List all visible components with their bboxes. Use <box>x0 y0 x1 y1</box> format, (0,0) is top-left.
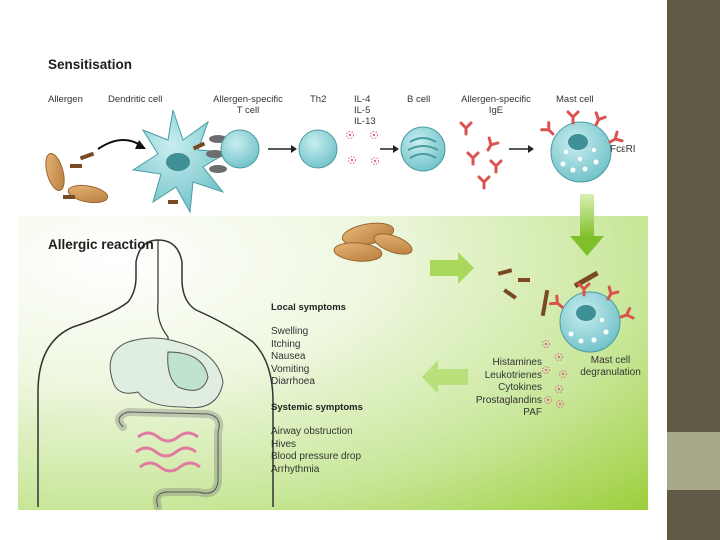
local-symptom-item: Nausea <box>271 351 306 362</box>
mast-cell-degranulating-icon <box>542 282 635 408</box>
dendritic-cell-icon <box>131 109 230 214</box>
green-arrow-right-icon <box>430 252 474 284</box>
label-allergen: Allergen <box>48 94 83 105</box>
th2-cell-icon <box>298 129 338 169</box>
allergy-figure: Sensitisation Allergen Dendritic cell Al… <box>18 52 648 510</box>
gi-tract-icon <box>109 337 224 510</box>
systemic-symptoms-list: Airway obstruction Hives Blood pressure … <box>271 426 361 476</box>
slide-side-accent <box>667 432 720 490</box>
peanut-icon <box>45 151 109 204</box>
label-allergen-specific-t-cell: Allergen-specific T cell <box>213 94 283 116</box>
mediator-item: Leukotrienes <box>484 369 542 381</box>
human-torso-icon <box>37 239 274 507</box>
sensitisation-title: Sensitisation <box>48 57 133 72</box>
label-allergen-specific-ige: Allergen-specific IgE <box>461 94 531 116</box>
mediator-item: PAF <box>523 407 542 418</box>
t-cell-icon <box>206 129 260 173</box>
systemic-symptom-item: Blood pressure drop <box>271 451 362 462</box>
mast-cell-icon <box>540 110 624 183</box>
mediator-item: Cytokines <box>498 382 542 393</box>
local-symptom-item: Itching <box>271 338 301 350</box>
systemic-symptom-item: Hives <box>271 438 297 450</box>
systemic-symptom-item: Airway obstruction <box>271 426 353 437</box>
b-cell-icon <box>400 126 446 172</box>
green-arrow-left-icon <box>422 360 468 394</box>
local-symptoms-title: Local symptoms <box>271 302 346 313</box>
label-fceri-receptor: FcεRI <box>610 144 636 155</box>
local-symptom-item: Diarrhoea <box>271 376 315 387</box>
local-symptom-item: Swelling <box>271 326 309 337</box>
allergic-reaction-title: Allergic reaction <box>48 237 154 252</box>
mediator-item: Prostaglandins <box>475 394 542 406</box>
systemic-symptom-item: Arrhythmia <box>271 463 320 475</box>
label-dendritic-cell: Dendritic cell <box>108 94 163 105</box>
systemic-symptoms-title: Systemic symptoms <box>271 402 363 413</box>
label-th2: Th2 <box>310 94 327 105</box>
figure-illustration <box>37 109 635 510</box>
local-symptom-item: Vomiting <box>271 363 310 375</box>
label-mast-cell-degranulation: Mast cell degranulation <box>580 355 641 378</box>
peanut-icon <box>333 222 413 262</box>
antibody-icon <box>459 121 503 190</box>
mediators-list: Histamines Leukotrienes Cytokines Prosta… <box>458 357 542 420</box>
label-b-cell: B cell <box>407 94 431 105</box>
local-symptoms-list: Swelling Itching Nausea Vomiting Diarrho… <box>271 326 315 389</box>
green-arrow-down-icon <box>570 194 604 256</box>
label-mast-cell: Mast cell <box>556 94 594 105</box>
mediator-item: Histamines <box>492 357 542 368</box>
label-cytokines: IL-4 IL-5 IL-13 <box>354 94 376 127</box>
